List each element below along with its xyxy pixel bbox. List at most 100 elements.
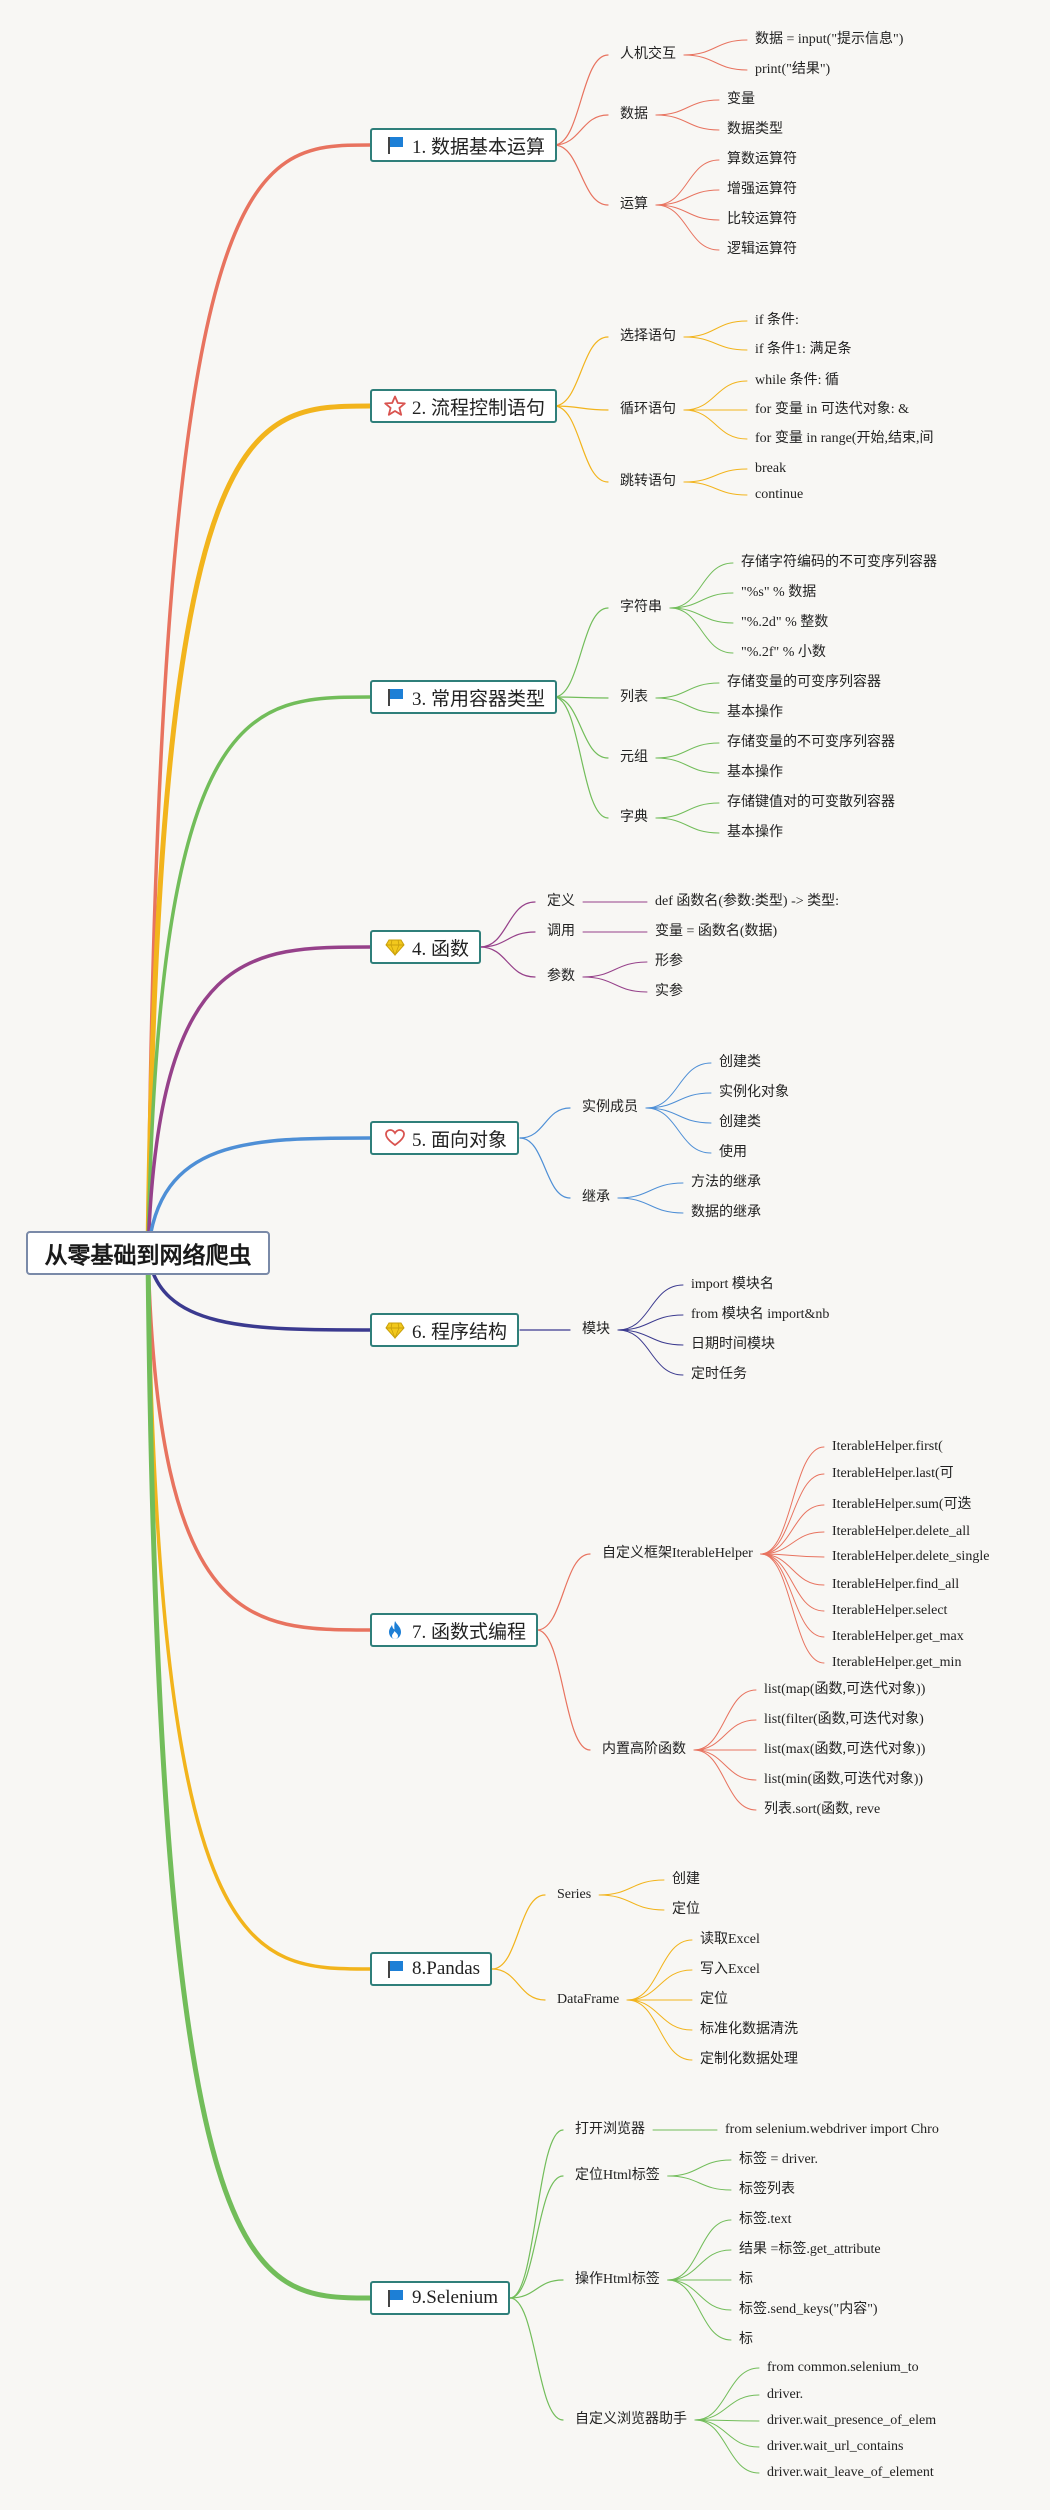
- leaf-node[interactable]: 实参: [655, 984, 683, 999]
- leaf-node[interactable]: 标签.send_keys("内容"): [739, 2302, 878, 2317]
- leaf-node[interactable]: from 模块名 import&nb: [691, 1307, 830, 1322]
- leaf-node[interactable]: 数据类型: [727, 122, 783, 137]
- subtopic-label[interactable]: 字典: [620, 810, 648, 825]
- leaf-node[interactable]: driver.: [767, 2387, 804, 2402]
- leaf-node[interactable]: 标签 = driver.: [739, 2152, 819, 2167]
- leaf-node[interactable]: 定时任务: [691, 1367, 747, 1382]
- topic-1[interactable]: 1. 数据基本运算: [370, 128, 558, 162]
- leaf-node[interactable]: "%.2f" % 小数: [741, 645, 826, 660]
- leaf-node[interactable]: continue: [755, 487, 804, 502]
- leaf-node[interactable]: IterableHelper.select: [832, 1603, 948, 1618]
- leaf-node[interactable]: if 条件1: 满足条: [755, 342, 852, 357]
- leaf-node[interactable]: IterableHelper.get_min: [832, 1655, 962, 1670]
- subtopic-label[interactable]: 操作Html标签: [575, 2272, 660, 2287]
- leaf-node[interactable]: 读取Excel: [700, 1932, 760, 1947]
- subtopic-label[interactable]: 自定义浏览器助手: [575, 2412, 687, 2427]
- leaf-node[interactable]: 变量: [727, 92, 755, 107]
- leaf-node[interactable]: IterableHelper.find_all: [832, 1577, 960, 1592]
- leaf-node[interactable]: IterableHelper.get_max: [832, 1629, 964, 1644]
- leaf-node[interactable]: driver.wait_leave_of_element: [767, 2465, 934, 2480]
- leaf-node[interactable]: list(min(函数,可迭代对象)): [764, 1772, 924, 1787]
- leaf-node[interactable]: 标准化数据清洗: [700, 2022, 798, 2037]
- subtopic-label[interactable]: 字符串: [620, 600, 662, 615]
- leaf-node[interactable]: driver.wait_url_contains: [767, 2439, 904, 2454]
- leaf-node[interactable]: 标签列表: [739, 2182, 795, 2197]
- leaf-node[interactable]: 基本操作: [727, 765, 783, 780]
- leaf-node[interactable]: IterableHelper.first(: [832, 1439, 943, 1454]
- leaf-node[interactable]: 使用: [719, 1145, 747, 1160]
- leaf-node[interactable]: from common.selenium_to: [767, 2360, 919, 2375]
- leaf-node[interactable]: list(map(函数,可迭代对象)): [764, 1682, 926, 1697]
- topic-6[interactable]: 6. 程序结构: [370, 1313, 520, 1347]
- leaf-node[interactable]: 定位: [700, 1992, 728, 2007]
- leaf-node[interactable]: def 函数名(参数:类型) -> 类型:: [655, 894, 840, 909]
- subtopic-label[interactable]: 元组: [620, 750, 648, 765]
- leaf-node[interactable]: 基本操作: [727, 825, 783, 840]
- subtopic-label[interactable]: 定义: [547, 894, 575, 909]
- topic-2[interactable]: 2. 流程控制语句: [370, 389, 558, 423]
- leaf-node[interactable]: from selenium.webdriver import Chro: [725, 2122, 939, 2137]
- topic-4[interactable]: 4. 函数: [370, 930, 482, 964]
- subtopic-label[interactable]: 调用: [547, 924, 575, 939]
- subtopic-label[interactable]: 列表: [620, 690, 648, 705]
- topic-8[interactable]: 8.Pandas: [370, 1952, 493, 1986]
- leaf-node[interactable]: 基本操作: [727, 705, 783, 720]
- leaf-node[interactable]: 增强运算符: [727, 182, 797, 197]
- leaf-node[interactable]: IterableHelper.delete_single: [832, 1549, 990, 1564]
- leaf-node[interactable]: 标签.text: [739, 2212, 792, 2227]
- topic-9[interactable]: 9.Selenium: [370, 2281, 511, 2315]
- leaf-node[interactable]: if 条件:: [755, 313, 799, 328]
- leaf-node[interactable]: "%.2d" % 整数: [741, 615, 829, 630]
- leaf-node[interactable]: 结果 =标签.get_attribute: [739, 2242, 881, 2257]
- leaf-node[interactable]: IterableHelper.last(可: [832, 1466, 954, 1481]
- subtopic-label[interactable]: 跳转语句: [620, 474, 676, 489]
- leaf-node[interactable]: 标: [739, 2272, 753, 2287]
- leaf-node[interactable]: driver.wait_presence_of_elem: [767, 2413, 937, 2428]
- leaf-node[interactable]: list(filter(函数,可迭代对象): [764, 1712, 924, 1727]
- subtopic-label[interactable]: 实例成员: [582, 1100, 638, 1115]
- subtopic-label[interactable]: 循环语句: [620, 402, 676, 417]
- topic-5[interactable]: 5. 面向对象: [370, 1121, 520, 1155]
- leaf-node[interactable]: IterableHelper.sum(可迭: [832, 1497, 972, 1512]
- subtopic-label[interactable]: 自定义框架IterableHelper: [602, 1546, 753, 1561]
- leaf-node[interactable]: print("结果"): [755, 62, 831, 77]
- leaf-node[interactable]: 定位: [672, 1902, 700, 1917]
- leaf-node[interactable]: 列表.sort(函数, reve: [764, 1802, 881, 1817]
- leaf-node[interactable]: 存储变量的不可变序列容器: [727, 735, 895, 750]
- leaf-node[interactable]: 定制化数据处理: [700, 2052, 798, 2067]
- leaf-node[interactable]: 存储变量的可变序列容器: [727, 675, 881, 690]
- leaf-node[interactable]: for 变量 in range(开始,结束,间: [755, 431, 934, 446]
- leaf-node[interactable]: 创建类: [719, 1115, 761, 1130]
- leaf-node[interactable]: 数据的继承: [691, 1205, 761, 1220]
- subtopic-label[interactable]: DataFrame: [557, 1992, 620, 2007]
- leaf-node[interactable]: 算数运算符: [727, 152, 797, 167]
- leaf-node[interactable]: 存储键值对的可变散列容器: [727, 795, 895, 810]
- subtopic-label[interactable]: 内置高阶函数: [602, 1742, 686, 1757]
- topic-7[interactable]: 7. 函数式编程: [370, 1613, 539, 1647]
- leaf-node[interactable]: 形参: [655, 954, 683, 969]
- subtopic-label[interactable]: 运算: [620, 197, 648, 212]
- leaf-node[interactable]: for 变量 in 可迭代对象: &: [755, 402, 909, 417]
- subtopic-label[interactable]: 继承: [582, 1190, 610, 1205]
- leaf-node[interactable]: 变量 = 函数名(数据): [655, 924, 778, 939]
- subtopic-label[interactable]: 选择语句: [620, 329, 676, 344]
- leaf-node[interactable]: 存储字符编码的不可变序列容器: [741, 555, 937, 570]
- leaf-node[interactable]: 数据 = input("提示信息"): [755, 32, 904, 47]
- leaf-node[interactable]: 日期时间模块: [691, 1337, 775, 1352]
- leaf-node[interactable]: 实例化对象: [719, 1085, 789, 1100]
- root-topic[interactable]: 从零基础到网络爬虫: [26, 1231, 270, 1275]
- subtopic-label[interactable]: Series: [557, 1887, 592, 1902]
- leaf-node[interactable]: 写入Excel: [700, 1962, 760, 1977]
- leaf-node[interactable]: 比较运算符: [727, 212, 797, 227]
- subtopic-label[interactable]: 打开浏览器: [575, 2122, 645, 2137]
- leaf-node[interactable]: import 模块名: [691, 1277, 774, 1292]
- leaf-node[interactable]: while 条件: 循: [755, 373, 839, 388]
- topic-3[interactable]: 3. 常用容器类型: [370, 680, 558, 714]
- subtopic-label[interactable]: 数据: [620, 107, 648, 122]
- leaf-node[interactable]: 方法的继承: [691, 1175, 761, 1190]
- subtopic-label[interactable]: 参数: [547, 969, 575, 984]
- subtopic-label[interactable]: 模块: [582, 1322, 610, 1337]
- subtopic-label[interactable]: 人机交互: [620, 47, 676, 62]
- leaf-node[interactable]: 创建类: [719, 1055, 761, 1070]
- leaf-node[interactable]: 逻辑运算符: [727, 242, 797, 257]
